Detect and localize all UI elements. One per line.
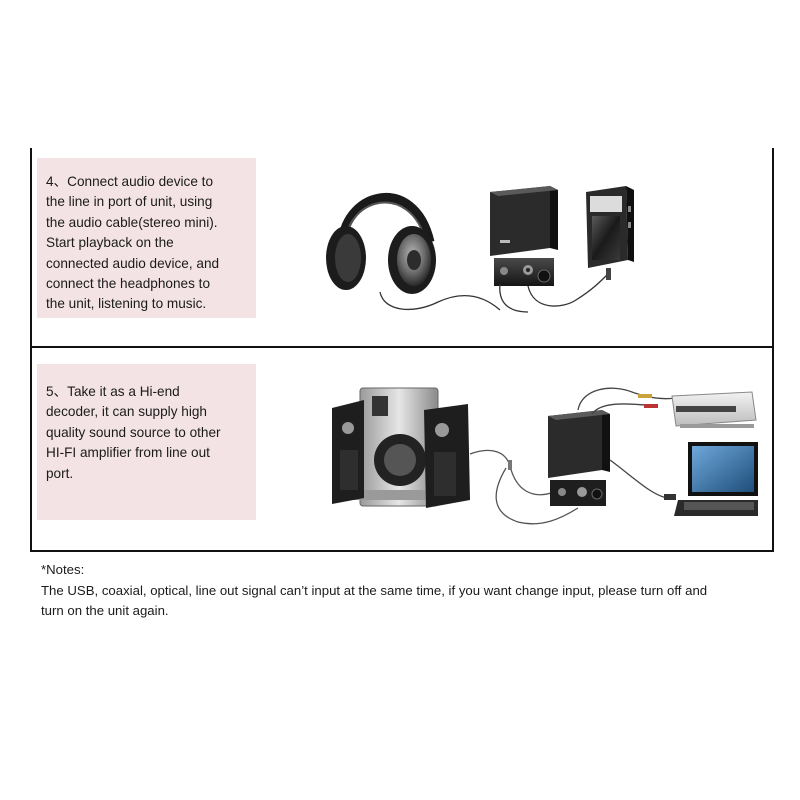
- notes-text-line: turn on the unit again.: [41, 601, 761, 622]
- laptop-image: [674, 442, 758, 516]
- step-5-line: port.: [46, 464, 248, 484]
- step-5-line: HI-FI amplifier from line out: [46, 443, 248, 463]
- step-4-instructions: 4、Connect audio device to the line in po…: [37, 158, 256, 318]
- headphones-image: [326, 197, 500, 310]
- step-5-line: 5、Take it as a Hi-end: [46, 382, 248, 402]
- step-5-line: decoder, it can supply high: [46, 402, 248, 422]
- frame-right-border: [772, 148, 774, 552]
- step-4-line: the line in port of unit, using: [46, 192, 248, 212]
- notes-heading: *Notes:: [41, 560, 761, 581]
- step-4-line: the unit, listening to music.: [46, 294, 248, 314]
- notes-text-line: The USB, coaxial, optical, line out sign…: [41, 581, 761, 602]
- frame-left-border: [30, 148, 32, 552]
- dvd-player-image: [672, 392, 756, 428]
- step-5-instructions: 5、Take it as a Hi-end decoder, it can su…: [37, 364, 256, 520]
- manual-page: 4、Connect audio device to the line in po…: [30, 148, 774, 552]
- dac-unit-image: [490, 186, 558, 286]
- step-4-line: Start playback on the: [46, 233, 248, 253]
- step-4-line: 4、Connect audio device to: [46, 172, 248, 192]
- step-4-line: the audio cable(stereo mini).: [46, 213, 248, 233]
- step-4-line: connect the headphones to: [46, 274, 248, 294]
- step-5-illustration: [292, 380, 758, 528]
- speaker-system-image: [332, 388, 470, 508]
- audio-player-image: [586, 186, 634, 268]
- step-5-line: quality sound source to other: [46, 423, 248, 443]
- dac-unit-image: [548, 410, 610, 506]
- frame-bottom-border: [30, 550, 774, 552]
- step-4-line: connected audio device, and: [46, 254, 248, 274]
- notes-section: *Notes: The USB, coaxial, optical, line …: [41, 560, 761, 622]
- step-4-illustration: [314, 172, 634, 324]
- section-divider: [30, 346, 774, 348]
